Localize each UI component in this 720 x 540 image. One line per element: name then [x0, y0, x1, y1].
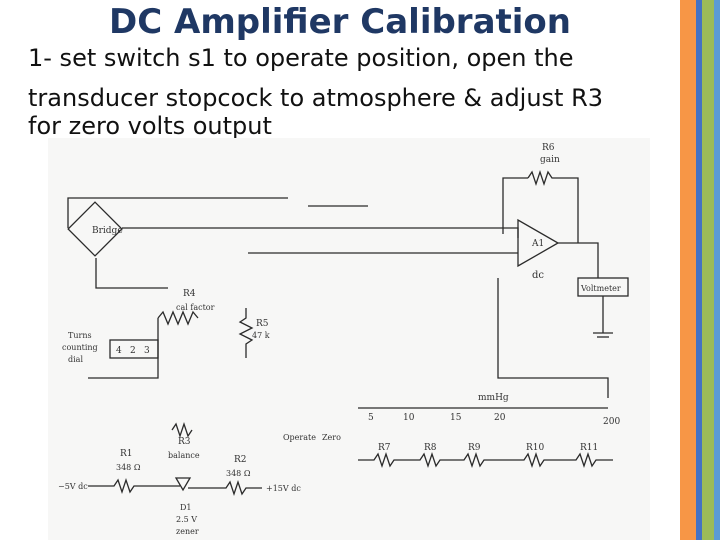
counting-label: counting	[62, 343, 98, 352]
zener-diode	[174, 477, 192, 492]
stripe-1	[680, 0, 696, 540]
zener-label: zener	[176, 527, 199, 536]
ladder-resistor-chain	[358, 451, 613, 469]
dc-handwritten: dc	[532, 270, 544, 281]
r5-value: 47 k	[252, 331, 270, 340]
dial-label: dial	[68, 355, 83, 364]
neg-supply-label: −5V dc	[58, 482, 88, 491]
tap-20: 20	[494, 413, 506, 423]
r1-value: 348 Ω	[116, 463, 141, 472]
stripe-3	[702, 0, 714, 540]
tap-5: 5	[368, 413, 374, 423]
r5-resistor	[238, 308, 254, 358]
stripe-2	[696, 0, 702, 540]
r2-label: R2	[234, 455, 247, 465]
amplifier-a1	[517, 218, 560, 268]
bridge-to-amp-wire	[122, 227, 519, 238]
turns-label: Turns	[68, 331, 92, 340]
r4-label: R4	[183, 289, 196, 299]
bridge-label: Bridge	[92, 226, 123, 236]
r2-value: 348 Ω	[226, 469, 251, 478]
r2-resistor	[188, 479, 262, 497]
r7-label-ladder: R7	[378, 443, 391, 453]
zero-label: Zero	[322, 433, 341, 442]
amp-output-wire	[558, 242, 599, 278]
dial-box	[109, 339, 159, 359]
pos-supply-label: +15V dc	[266, 484, 301, 493]
instruction-line-3: for zero volts output	[28, 112, 272, 140]
slide-title: DC Amplifier Calibration	[109, 2, 571, 42]
d1-label: D1	[180, 503, 192, 512]
r4-left-wire	[88, 318, 159, 379]
r4-resistor	[157, 310, 199, 326]
r1-label: R1	[120, 449, 133, 459]
r6-gain-resistor	[527, 169, 579, 243]
tap-10: 10	[403, 413, 415, 423]
a1-label: A1	[531, 239, 544, 249]
bridge-wire-bottom	[95, 258, 168, 289]
decorative-side-stripes	[680, 0, 720, 540]
gain-label: gain	[540, 155, 560, 165]
amp-to-ladder-wire	[497, 278, 609, 398]
dial-digit-1: 4	[116, 346, 122, 356]
instruction-line-1: 1- set switch s1 to operate position, op…	[28, 44, 574, 72]
r10-label: R10	[526, 443, 545, 453]
instruction-line-2: transducer stopcock to atmosphere & adju…	[28, 84, 604, 112]
r9-label: R9	[468, 443, 481, 453]
tap-200: 200	[603, 417, 620, 427]
dial-digit-3: 3	[144, 346, 150, 356]
zener-voltage-label: 2.5 V	[176, 515, 197, 524]
operate-label: Operate	[283, 433, 316, 442]
r3-label: R3	[178, 437, 191, 447]
circuit-schematic-scan: Bridge A1 dc R6 gain Voltmeter R4 cal fa…	[48, 138, 650, 540]
tap-15: 15	[450, 413, 462, 423]
dial-digit-2: 2	[130, 346, 136, 356]
voltmeter-label: Voltmeter	[580, 284, 621, 293]
r11-label: R11	[580, 443, 598, 453]
cal-factor-label: cal factor	[176, 303, 215, 312]
mmhg-label: mmHg	[478, 393, 509, 403]
r3-resistor	[171, 421, 193, 439]
r1-resistor	[88, 477, 180, 495]
balance-label: balance	[168, 451, 200, 460]
r5-label: R5	[256, 319, 269, 329]
bridge-wire-top	[67, 197, 288, 228]
stripe-4	[714, 0, 720, 540]
bridge-symbol	[67, 201, 123, 257]
r6-label: R6	[542, 143, 555, 153]
r8-label: R8	[424, 443, 437, 453]
slide-body: 1- set switch s1 to operate position, op…	[28, 44, 678, 140]
feedback-wire-left	[502, 177, 528, 234]
